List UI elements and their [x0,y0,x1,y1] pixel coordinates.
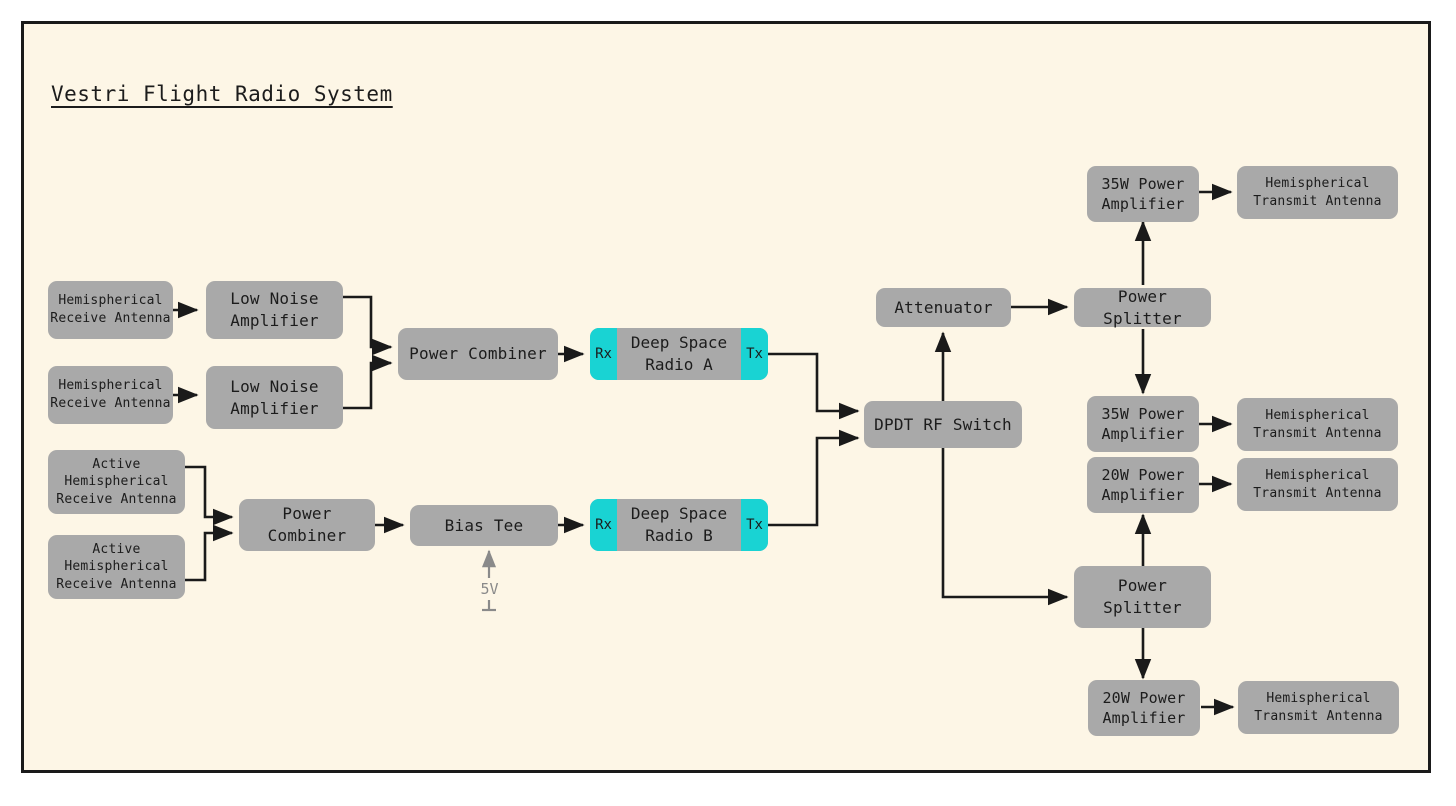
page-title: Vestri Flight Radio System [51,82,393,106]
block-power-splitter-top[interactable]: Power Splitter [1074,286,1211,328]
block-power-combiner-bottom[interactable]: Power Combiner [239,499,375,551]
radio-a-rx-port[interactable]: Rx [590,328,617,380]
radio-a-label: Deep Space Radio A [630,333,728,374]
block-hemispherical-transmit-antenna-2[interactable]: Hemispherical Transmit Antenna [1237,398,1398,451]
block-active-hemispherical-receive-antenna-2[interactable]: Active Hemispherical Receive Antenna [48,535,185,599]
block-label: Hemispherical Transmit Antenna [1254,690,1383,724]
block-label: Power Splitter [1103,286,1182,328]
radio-a-tx-port[interactable]: Tx [741,328,768,380]
block-power-combiner-top[interactable]: Power Combiner [398,328,558,380]
block-power-splitter-bottom[interactable]: Power Splitter [1074,566,1211,628]
block-label: Low Noise Amplifier [230,289,319,330]
block-label: Bias Tee [444,515,524,535]
port-label: Tx [746,517,763,533]
port-label: Tx [746,346,763,362]
block-label: Active Hemispherical Receive Antenna [56,456,177,507]
block-label: Attenuator [894,297,993,317]
block-hemispherical-receive-antenna-2[interactable]: Hemispherical Receive Antenna [48,366,173,424]
block-label: 20W Power Amplifier [1101,465,1185,504]
block-35w-power-amplifier-1[interactable]: 35W Power Amplifier [1087,166,1199,222]
radio-b-tx-port[interactable]: Tx [741,499,768,551]
block-attenuator[interactable]: Attenuator [876,288,1011,327]
block-bias-tee[interactable]: Bias Tee [410,505,558,546]
block-label: Hemispherical Transmit Antenna [1253,407,1382,441]
block-deep-space-radio-b[interactable]: Rx Deep Space Radio B Tx [590,499,768,551]
radio-b-label: Deep Space Radio B [630,504,728,545]
block-20w-power-amplifier-2[interactable]: 20W Power Amplifier [1088,680,1200,736]
port-label: Rx [595,346,612,362]
block-20w-power-amplifier-1[interactable]: 20W Power Amplifier [1087,457,1199,513]
block-hemispherical-transmit-antenna-3[interactable]: Hemispherical Transmit Antenna [1237,458,1398,511]
block-hemispherical-transmit-antenna-1[interactable]: Hemispherical Transmit Antenna [1237,166,1398,219]
block-label: Active Hemispherical Receive Antenna [56,541,177,592]
block-label: 20W Power Amplifier [1102,688,1186,727]
block-label: Power Splitter [1103,576,1182,617]
block-label: 35W Power Amplifier [1101,404,1185,443]
block-label: Hemispherical Transmit Antenna [1253,175,1382,209]
radio-b-rx-port[interactable]: Rx [590,499,617,551]
bias-supply-label: 5V [462,580,517,598]
block-35w-power-amplifier-2[interactable]: 35W Power Amplifier [1087,396,1199,452]
block-label: 35W Power Amplifier [1101,174,1185,213]
block-dpdt-rf-switch[interactable]: DPDT RF Switch [864,401,1022,448]
block-label: Hemispherical Receive Antenna [50,378,171,411]
block-deep-space-radio-a[interactable]: Rx Deep Space Radio A Tx [590,328,768,380]
block-label: Low Noise Amplifier [230,376,319,418]
block-label: DPDT RF Switch [874,414,1012,434]
block-label: Power Combiner [267,504,347,545]
block-label: Hemispherical Receive Antenna [50,293,171,326]
port-label: Rx [595,517,612,533]
block-hemispherical-transmit-antenna-4[interactable]: Hemispherical Transmit Antenna [1238,681,1399,734]
block-label: Hemispherical Transmit Antenna [1253,467,1382,501]
block-active-hemispherical-receive-antenna-1[interactable]: Active Hemispherical Receive Antenna [48,450,185,514]
block-low-noise-amplifier-2[interactable]: Low Noise Amplifier [206,366,343,429]
block-hemispherical-receive-antenna-1[interactable]: Hemispherical Receive Antenna [48,281,173,339]
block-low-noise-amplifier-1[interactable]: Low Noise Amplifier [206,281,343,339]
bias-supply-text: 5V [480,580,499,598]
block-label: Power Combiner [409,344,547,364]
